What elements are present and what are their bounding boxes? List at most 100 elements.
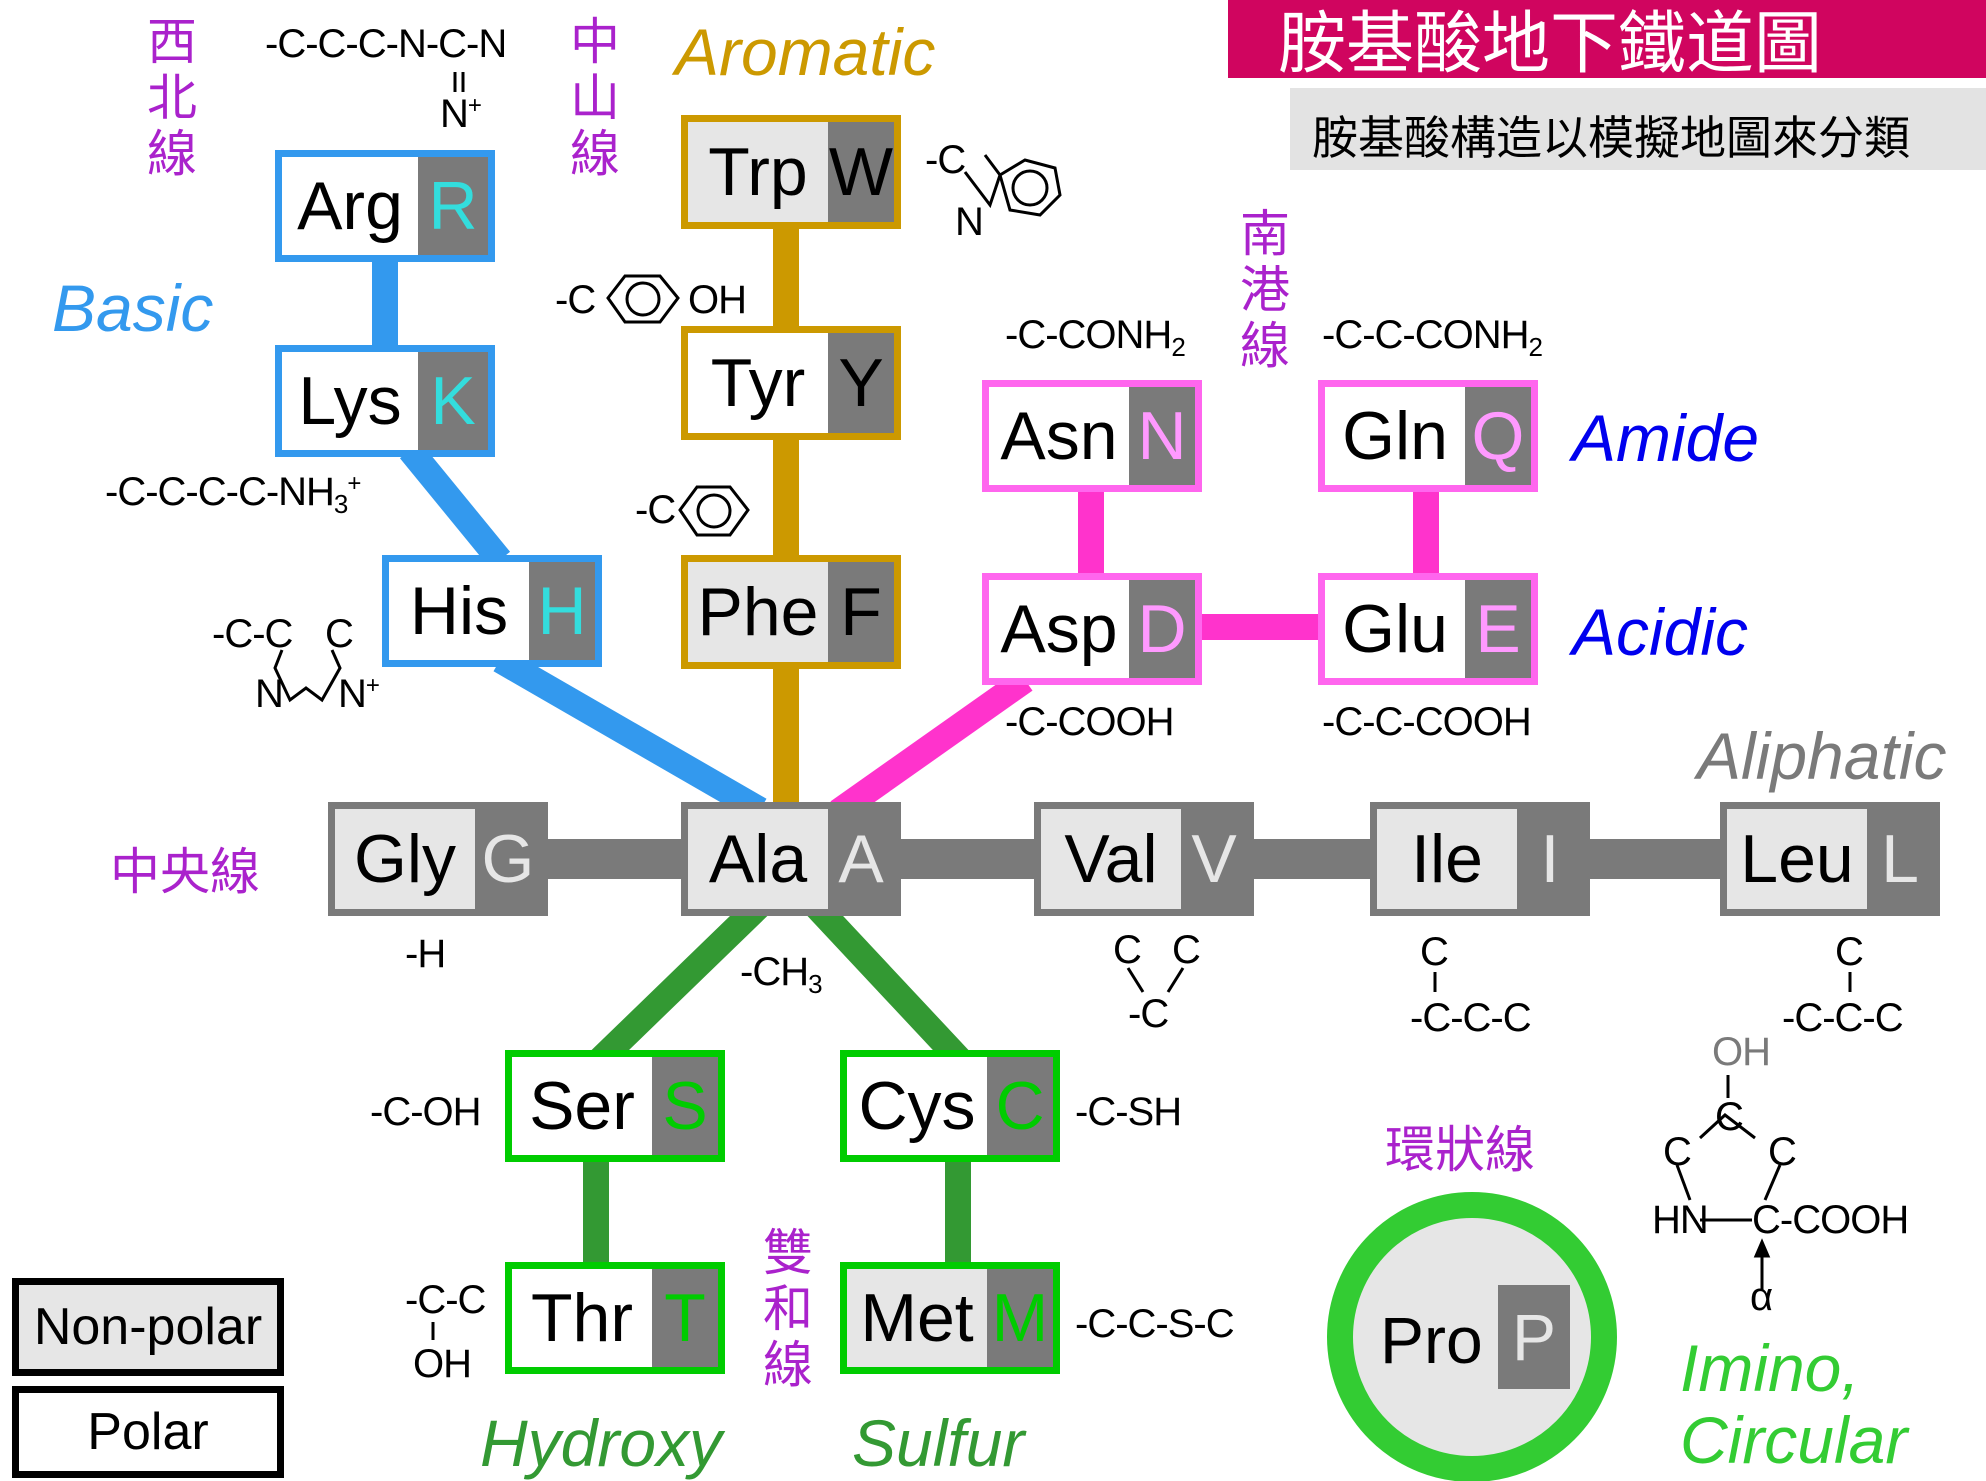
station-cys-code: C bbox=[987, 1057, 1053, 1155]
trp-indole-ring bbox=[963, 154, 1062, 217]
arg-double-bond bbox=[453, 72, 465, 92]
side-chain-cys: -C-SH bbox=[1075, 1090, 1182, 1134]
station-leu-name: Leu bbox=[1727, 809, 1867, 909]
station-his[interactable]: His H bbox=[382, 555, 602, 667]
station-tyr[interactable]: Tyr Y bbox=[681, 326, 901, 440]
side-chain-phe-c: -C bbox=[635, 488, 676, 532]
circular-line-ring bbox=[1327, 1192, 1617, 1481]
station-glu[interactable]: Glu E bbox=[1318, 573, 1538, 685]
station-arg[interactable]: Arg R bbox=[275, 150, 495, 262]
side-chain-pro-cooh: C-COOH bbox=[1752, 1198, 1909, 1242]
side-chain-thr-oh: OH bbox=[413, 1342, 472, 1386]
page-title: 胺基酸地下鐵道圖 bbox=[1228, 0, 1986, 78]
side-chain-pro-hn: HN bbox=[1652, 1198, 1709, 1242]
side-chain-asp: -C-COOH bbox=[1005, 700, 1175, 744]
station-trp[interactable]: Trp W bbox=[681, 115, 901, 229]
side-chain-trp-n: N bbox=[955, 200, 984, 244]
station-lys-code: K bbox=[418, 352, 488, 450]
class-imino: Imino, bbox=[1680, 1331, 1860, 1405]
station-thr-code: T bbox=[652, 1269, 718, 1367]
station-cys[interactable]: Cys C bbox=[840, 1050, 1060, 1162]
side-chain-his-n1: N bbox=[255, 672, 284, 716]
side-chain-val-c1: C bbox=[1113, 928, 1142, 972]
class-aromatic: Aromatic bbox=[675, 15, 936, 89]
station-gln[interactable]: Gln Q bbox=[1318, 380, 1538, 492]
side-chain-pro-c-left: C bbox=[1663, 1130, 1692, 1174]
side-chain-ser: -C-OH bbox=[370, 1090, 482, 1134]
station-arg-name: Arg bbox=[282, 157, 418, 255]
side-chain-ile-bottom: -C-C-C bbox=[1410, 996, 1532, 1040]
station-ile-name: Ile bbox=[1377, 809, 1517, 909]
class-hydroxy: Hydroxy bbox=[480, 1406, 723, 1480]
side-chain-his-top: -C-C bbox=[212, 612, 293, 656]
station-leu[interactable]: Leu L bbox=[1720, 802, 1940, 916]
station-ala[interactable]: Ala A bbox=[681, 802, 901, 916]
station-ile[interactable]: Ile I bbox=[1370, 802, 1590, 916]
station-ile-code: I bbox=[1517, 809, 1583, 909]
his-imidazole-ring bbox=[273, 649, 342, 703]
line-label-shuanghe: 雙和線 bbox=[763, 1225, 813, 1393]
station-val-code: V bbox=[1181, 809, 1247, 909]
class-amide: Amide bbox=[1572, 401, 1760, 475]
station-phe[interactable]: Phe F bbox=[681, 555, 901, 669]
side-chain-leu-bottom: -C-C-C bbox=[1782, 996, 1904, 1040]
station-lys-name: Lys bbox=[282, 352, 418, 450]
station-ser[interactable]: Ser S bbox=[505, 1050, 725, 1162]
side-chain-pro-c-top: C bbox=[1715, 1095, 1744, 1139]
side-chain-leu-top: C bbox=[1835, 930, 1864, 974]
station-ser-name: Ser bbox=[512, 1057, 652, 1155]
line-label-nangang: 南港線 bbox=[1240, 206, 1290, 374]
line-label-huanzhuang: 環狀線 bbox=[1385, 1122, 1535, 1178]
station-asp[interactable]: Asp D bbox=[982, 573, 1202, 685]
acidic-line bbox=[830, 490, 1439, 823]
station-ser-code: S bbox=[652, 1057, 718, 1155]
line-label-zhongshan: 中山線 bbox=[570, 14, 620, 182]
station-gln-code: Q bbox=[1465, 387, 1531, 485]
station-met[interactable]: Met M bbox=[840, 1262, 1060, 1374]
side-chain-lys: -C-C-C-C-NH3+ bbox=[105, 470, 361, 519]
class-circular: Circular bbox=[1680, 1403, 1908, 1477]
class-aliphatic: Aliphatic bbox=[1697, 719, 1947, 793]
class-sulfur: Sulfur bbox=[852, 1406, 1025, 1480]
page-subtitle: 胺基酸構造以模擬地圖來分類 bbox=[1290, 88, 1986, 170]
legend-polar: Polar bbox=[12, 1386, 284, 1478]
side-chain-pro-c-right: C bbox=[1768, 1130, 1797, 1174]
station-glu-name: Glu bbox=[1325, 580, 1465, 678]
station-glu-code: E bbox=[1465, 580, 1531, 678]
station-tyr-name: Tyr bbox=[688, 333, 828, 433]
station-asp-name: Asp bbox=[989, 580, 1129, 678]
station-trp-code: W bbox=[828, 122, 894, 222]
basic-line bbox=[372, 255, 767, 822]
side-chain-tyr-oh: OH bbox=[688, 278, 747, 322]
station-asn-code: N bbox=[1129, 387, 1195, 485]
station-trp-name: Trp bbox=[688, 122, 828, 222]
station-asn[interactable]: Asn N bbox=[982, 380, 1202, 492]
aliphatic-bonds bbox=[1126, 967, 1852, 993]
station-cys-name: Cys bbox=[847, 1057, 987, 1155]
station-lys[interactable]: Lys K bbox=[275, 345, 495, 457]
station-asp-code: D bbox=[1129, 580, 1195, 678]
side-chain-thr-top: -C-C bbox=[405, 1278, 486, 1322]
station-pro-code[interactable]: P bbox=[1498, 1285, 1570, 1389]
side-chain-ile-top: C bbox=[1420, 930, 1449, 974]
side-chain-arg-n: N+ bbox=[440, 92, 482, 136]
side-chain-pro-alpha: α bbox=[1750, 1275, 1773, 1319]
side-chain-tyr-c: -C bbox=[555, 278, 596, 322]
station-thr[interactable]: Thr T bbox=[505, 1262, 725, 1374]
station-met-code: M bbox=[987, 1269, 1053, 1367]
side-chain-pro-oh: OH bbox=[1712, 1030, 1771, 1074]
station-pro-name[interactable]: Pro bbox=[1380, 1303, 1483, 1377]
station-phe-code: F bbox=[828, 562, 894, 662]
phe-benzene-ring bbox=[678, 485, 750, 537]
station-leu-code: L bbox=[1867, 809, 1933, 909]
station-phe-name: Phe bbox=[688, 562, 828, 662]
station-gly[interactable]: Gly G bbox=[328, 802, 548, 916]
station-asn-name: Asn bbox=[989, 387, 1129, 485]
side-chain-val-c2: C bbox=[1172, 928, 1201, 972]
side-chain-arg: -C-C-C-N-C-N bbox=[265, 22, 507, 66]
side-chain-trp-c: -C bbox=[925, 138, 966, 182]
station-tyr-code: Y bbox=[828, 333, 894, 433]
station-val[interactable]: Val V bbox=[1034, 802, 1254, 916]
hydroxy-sulfur-line bbox=[583, 895, 971, 1265]
class-basic: Basic bbox=[52, 271, 214, 345]
